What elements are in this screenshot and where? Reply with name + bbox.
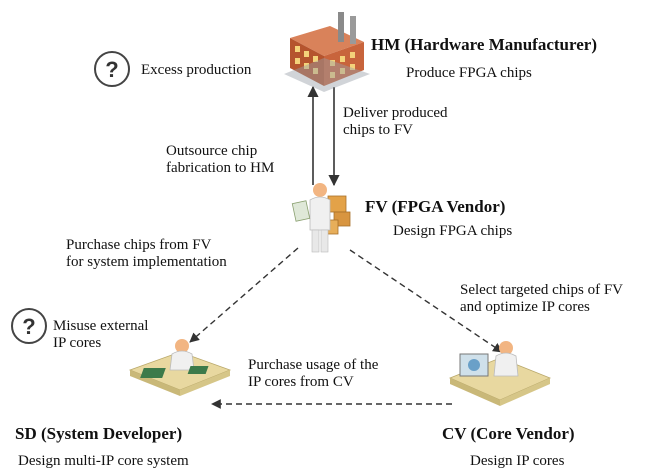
system-developer-icon [128, 339, 232, 396]
edge-fv-to-hm-line-2: fabrication to HM [166, 160, 275, 176]
threat-sd-label: Misuse external IP cores [53, 318, 148, 352]
fpga-vendor-icon [291, 183, 351, 253]
edge-label-fv-to-cv: Select targeted chips of FV and optimize… [460, 282, 623, 316]
threat-hm-label: Excess production [141, 62, 252, 78]
edge-label-cv-to-sd: Purchase usage of the IP cores from CV [248, 357, 378, 391]
edge-cv-to-sd-line-1: Purchase usage of the [248, 357, 379, 373]
fv-subtitle: Design FPGA chips [393, 223, 513, 239]
edge-label-fv-to-sd: Purchase chips from FV for system implem… [66, 237, 227, 271]
edge-fv-to-sd-line-1: Purchase chips from FV [66, 237, 212, 253]
edge-hm-to-fv-line-1: Deliver produced [343, 105, 448, 121]
factory-icon [284, 12, 370, 92]
cv-title: CV (Core Vendor) [442, 424, 575, 443]
fv-title: FV (FPGA Vendor) [365, 197, 506, 216]
svg-text:?: ? [22, 314, 35, 339]
edge-label-fv-to-hm: Outsource chip fabrication to HM [166, 143, 274, 177]
question-icon-sd: ? [11, 308, 47, 344]
edge-fv-to-hm-line-1: Outsource chip [166, 143, 258, 159]
arrow-fv-to-cv [349, 249, 503, 353]
threat-sd-line-1: Misuse external [53, 318, 149, 334]
arrow-fv-to-sd [189, 247, 299, 343]
edge-cv-to-sd-line-2: IP cores from CV [248, 374, 354, 390]
edge-hm-to-fv-line-2: chips to FV [343, 122, 414, 138]
sd-title: SD (System Developer) [15, 424, 183, 443]
cv-subtitle: Design IP cores [470, 453, 565, 469]
core-vendor-icon [448, 341, 552, 406]
hm-title: HM (Hardware Manufacturer) [371, 35, 597, 54]
edge-fv-to-sd-line-2: for system implementation [66, 254, 227, 270]
edge-fv-to-cv-line-2: and optimize IP cores [460, 299, 590, 315]
question-icon-hm: ? [94, 51, 130, 87]
hm-subtitle: Produce FPGA chips [406, 65, 532, 81]
sd-subtitle: Design multi-IP core system [18, 453, 189, 469]
edge-fv-to-cv-line-1: Select targeted chips of FV [460, 282, 624, 298]
threat-sd-line-2: IP cores [53, 335, 102, 351]
svg-text:?: ? [105, 57, 118, 82]
edge-label-hm-to-fv: Deliver produced chips to FV [343, 105, 448, 139]
